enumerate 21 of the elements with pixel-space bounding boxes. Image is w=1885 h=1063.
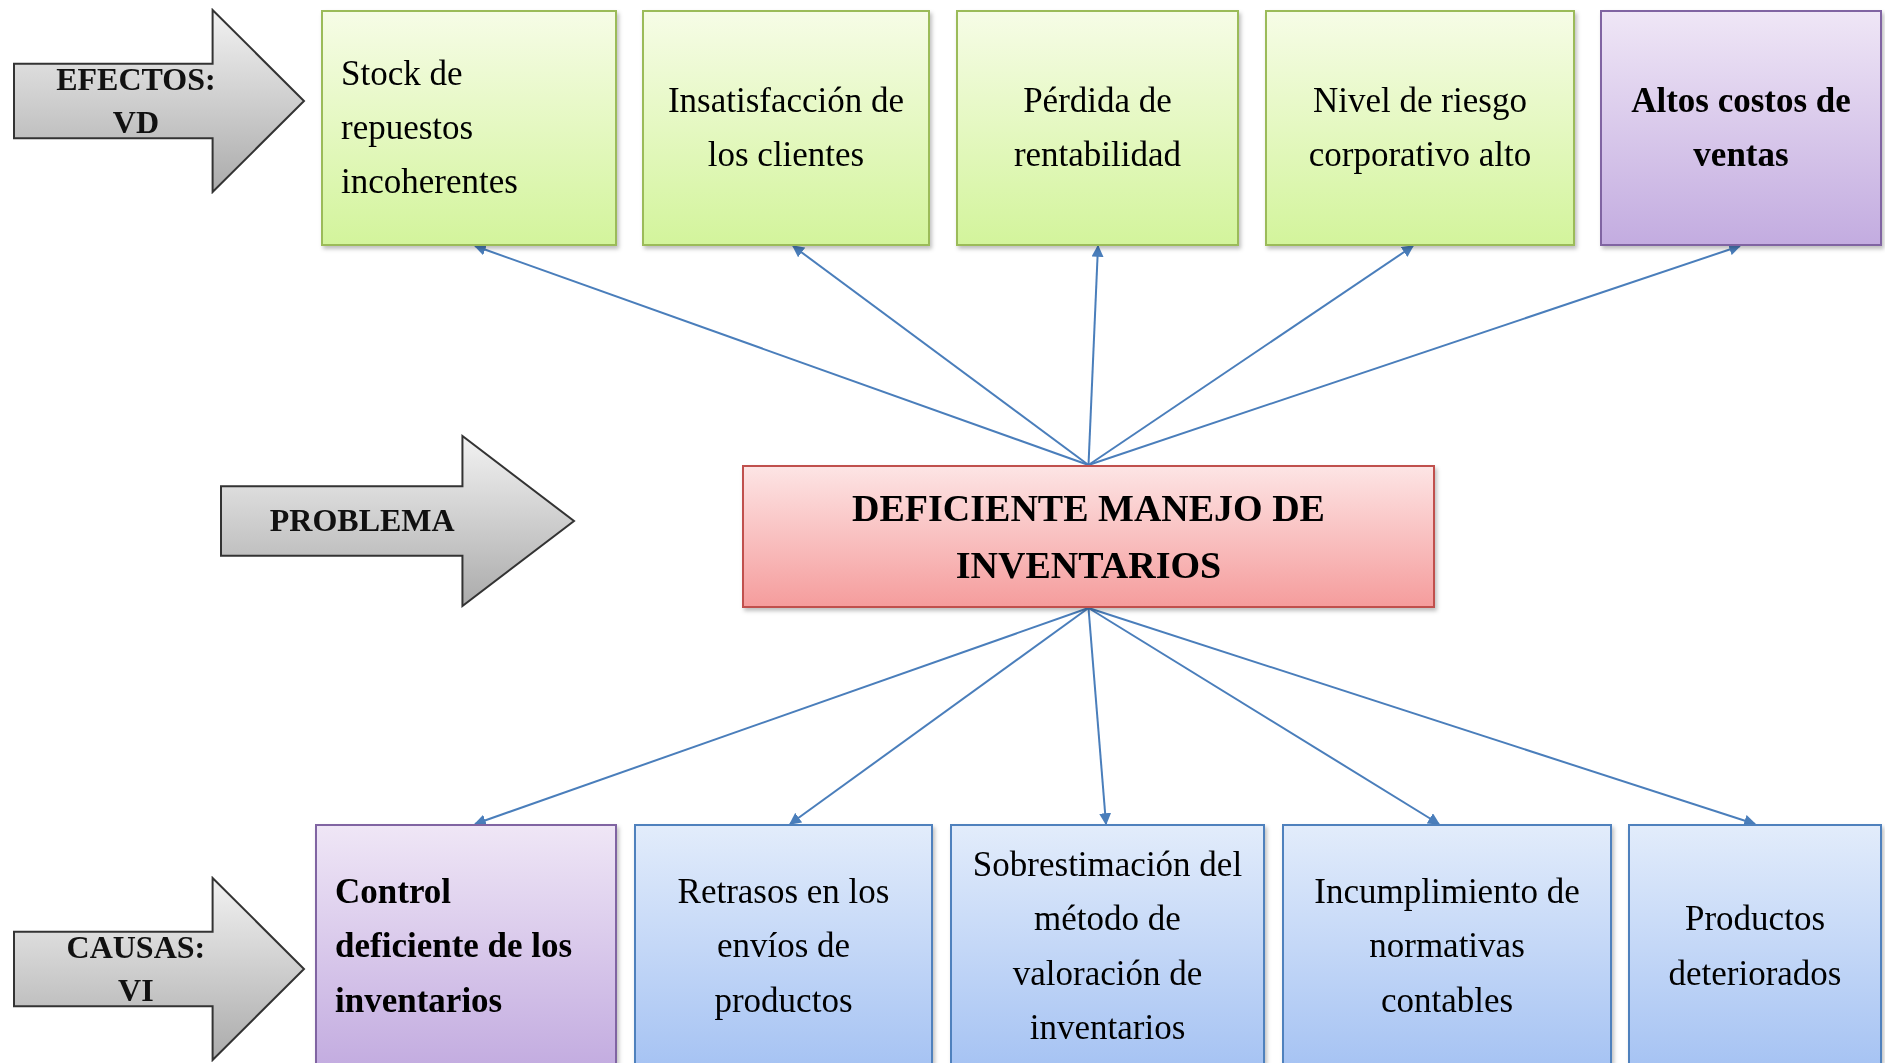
text-box: Sobrestimación del método de valoración de inventarios xyxy=(950,824,1265,1063)
text-box: Stock de repuestos incoherentes xyxy=(321,10,617,246)
arrow xyxy=(1087,245,1414,466)
arrow xyxy=(792,245,1090,466)
arrow xyxy=(1087,607,1112,826)
text-box: Incumplimiento de normativas contables xyxy=(1282,824,1612,1063)
text-box: Pérdida de rentabilidad xyxy=(956,10,1239,246)
text-box: Productos deteriorados xyxy=(1628,824,1882,1063)
text-box: Nivel de riesgo corporativo alto xyxy=(1265,10,1575,246)
arrow-label: PROBLEMA xyxy=(269,501,455,541)
text-box: Control deficiente de los inventarios xyxy=(315,824,617,1063)
text-box: Insatisfacción de los clientes xyxy=(642,10,930,246)
arrow xyxy=(789,607,1090,825)
arrow-label: EFECTOS: VD xyxy=(55,59,217,142)
text-box: DEFICIENTE MANEJO DE INVENTARIOS xyxy=(742,465,1435,608)
text-box: Retrasos en los envíos de productos xyxy=(634,824,933,1063)
text-box: Altos costos de ventas xyxy=(1600,10,1882,246)
arrow xyxy=(1087,607,1757,827)
arrow xyxy=(1087,244,1104,466)
arrow-label: CAUSAS: VI xyxy=(65,927,207,1010)
arrow xyxy=(1087,607,1440,825)
